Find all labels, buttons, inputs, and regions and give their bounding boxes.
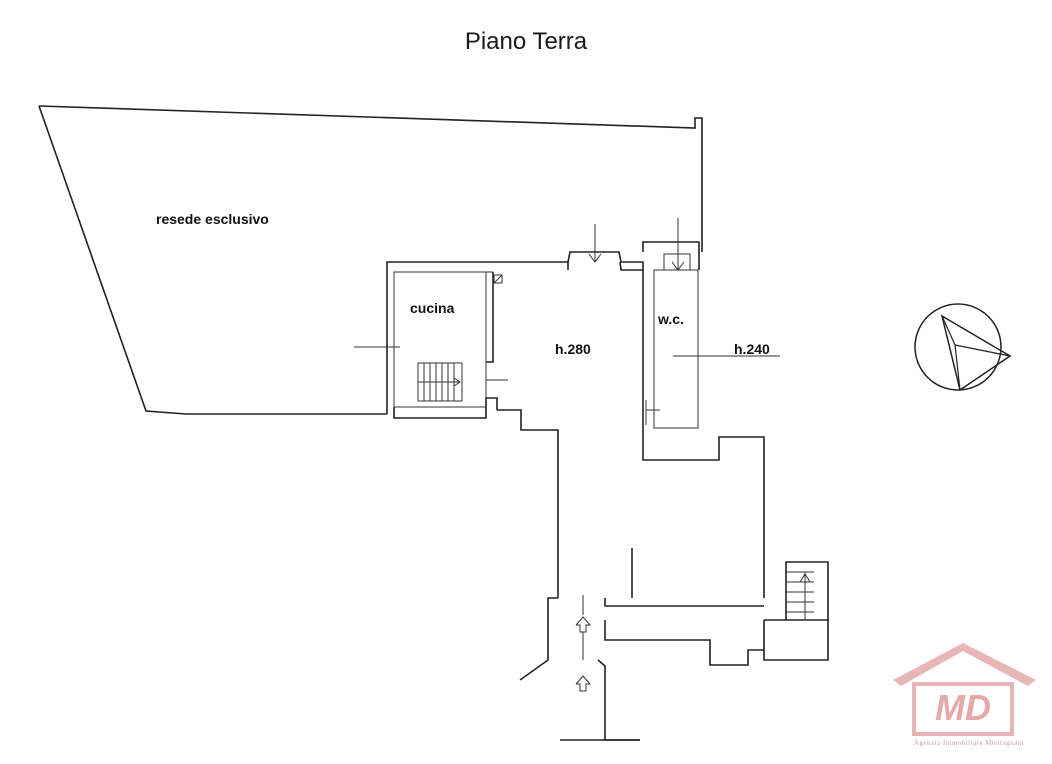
garden-label: resede esclusivo <box>156 211 269 227</box>
logo-mark: MD <box>935 687 991 728</box>
logo-agency-name: Agenzia Immobiliare Montagnani <box>913 739 1025 747</box>
garden-outline <box>38 105 703 415</box>
wc-label: w.c. <box>658 311 684 327</box>
agency-logo <box>893 643 1036 736</box>
lower-stair <box>785 561 829 620</box>
corridor <box>519 548 829 741</box>
main-room <box>493 224 765 598</box>
kitchen-room <box>354 261 569 419</box>
main-height-label: h.280 <box>555 341 591 357</box>
kitchen-label: cucina <box>410 300 455 316</box>
wc-height-label: h.240 <box>734 341 770 357</box>
wc-room <box>642 218 780 429</box>
north-arrow-icon <box>914 303 1012 392</box>
plan-title: Piano Terra <box>464 28 588 55</box>
